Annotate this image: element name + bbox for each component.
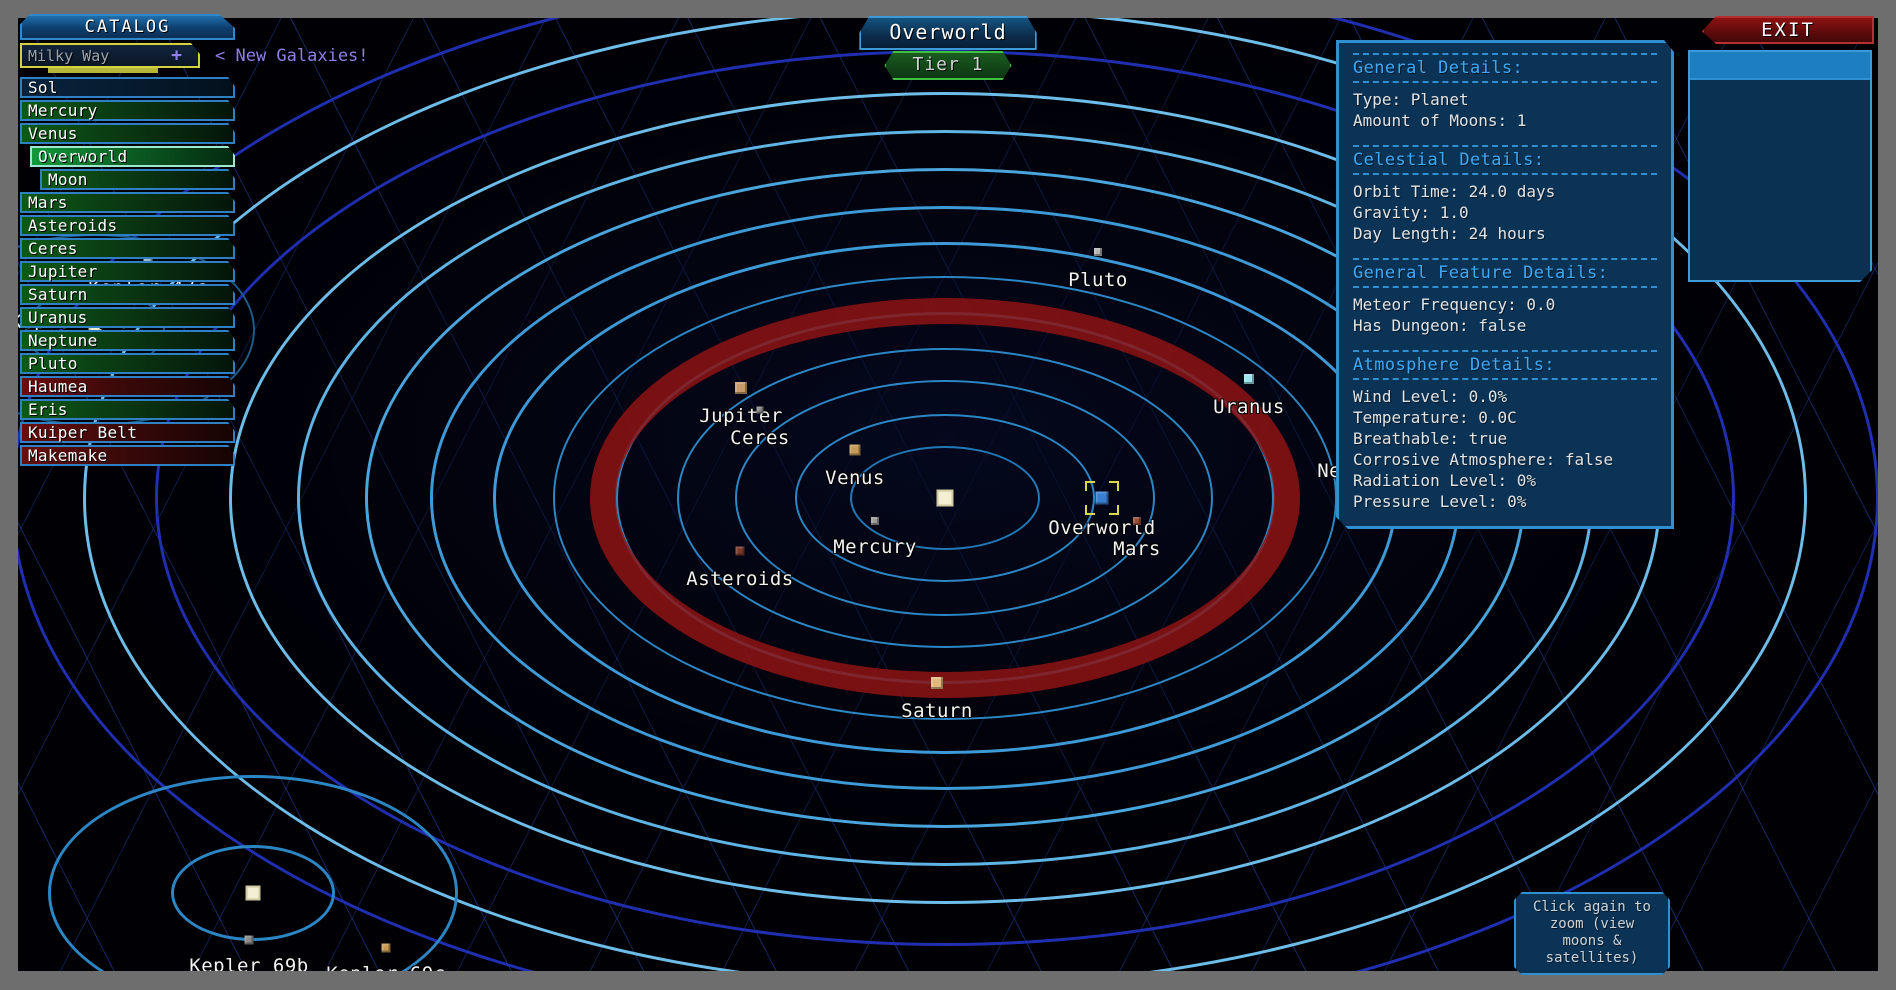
details-row: Pressure Level: 0% — [1353, 492, 1527, 511]
galaxy-selector[interactable]: Milky Way + — [20, 43, 200, 68]
celestial-body-asteroids[interactable] — [735, 546, 745, 556]
catalog-item-label: Sol — [28, 78, 58, 97]
catalog-item-label: Ceres — [28, 239, 78, 258]
catalog-item-sol[interactable]: Sol — [20, 77, 235, 98]
celestial-body-kepler-69c[interactable] — [381, 943, 391, 953]
celestial-body-jupiter[interactable] — [735, 382, 747, 394]
catalog-item-uranus[interactable]: Uranus — [20, 307, 235, 328]
catalog-item-venus[interactable]: Venus — [20, 123, 235, 144]
exit-button[interactable]: EXIT — [1702, 16, 1874, 44]
details-section-title: Atmosphere Details: — [1353, 350, 1657, 380]
catalog-item-label: Moon — [48, 170, 88, 189]
star-sol[interactable] — [936, 489, 954, 507]
celestial-body-uranus[interactable] — [1244, 374, 1254, 384]
catalog-item-label: Venus — [28, 124, 78, 143]
tooltip-line-4: satellites) — [1545, 950, 1639, 966]
celestial-body-mars[interactable] — [1133, 517, 1141, 525]
details-row: Meteor Frequency: 0.0 — [1353, 295, 1556, 314]
catalog-item-label: Mercury — [28, 101, 98, 120]
tooltip-line-1: Click again to — [1532, 899, 1651, 915]
details-row: Corrosive Atmosphere: false — [1353, 450, 1614, 469]
details-section-title: Celestial Details: — [1353, 145, 1657, 175]
celestial-body-kepler-69b[interactable] — [244, 935, 254, 945]
galaxy-selector-underline — [48, 68, 158, 73]
catalog-item-haumea[interactable]: Haumea — [20, 376, 235, 397]
catalog-item-neptune[interactable]: Neptune — [20, 330, 235, 351]
catalog-header-label: CATALOG — [84, 17, 171, 37]
star-kepler-69[interactable] — [245, 885, 261, 901]
catalog-item-overworld[interactable]: Overworld — [30, 146, 235, 167]
catalog-item-label: Pluto — [28, 354, 78, 373]
catalog-item-kuiper-belt[interactable]: Kuiper Belt — [20, 422, 235, 443]
zoom-hint-tooltip: Click again to zoom (view moons & satell… — [1514, 892, 1670, 975]
catalog-item-label: Haumea — [28, 377, 88, 396]
catalog-item-pluto[interactable]: Pluto — [20, 353, 235, 374]
celestial-body-overworld[interactable] — [1095, 491, 1109, 505]
details-section-title: General Details: — [1353, 53, 1657, 83]
catalog-item-jupiter[interactable]: Jupiter — [20, 261, 235, 282]
catalog-item-label: Asteroids — [28, 216, 118, 235]
catalog-item-label: Makemake — [28, 446, 108, 465]
celestial-body-ceres[interactable] — [756, 406, 764, 414]
catalog-item-ceres[interactable]: Ceres — [20, 238, 235, 259]
catalog-item-label: Mars — [28, 193, 68, 212]
catalog-item-label: Uranus — [28, 308, 88, 327]
celestial-body-mercury[interactable] — [871, 517, 879, 525]
celestial-body-venus[interactable] — [849, 444, 861, 456]
celestial-body-pluto[interactable] — [1094, 248, 1102, 256]
details-row: Wind Level: 0.0% — [1353, 387, 1508, 406]
galaxy-selector-row: Milky Way + < New Galaxies! — [20, 43, 369, 73]
catalog-item-label: Kuiper Belt — [28, 423, 138, 442]
page-title: Overworld — [859, 16, 1036, 50]
catalog-item-makemake[interactable]: Makemake — [20, 445, 235, 466]
details-row: Amount of Moons: 1 — [1353, 111, 1527, 130]
galaxy-name-label: Milky Way — [28, 46, 110, 65]
catalog-item-label: Saturn — [28, 285, 88, 304]
exit-button-label: EXIT — [1761, 19, 1815, 41]
details-section-title: General Feature Details: — [1353, 258, 1657, 288]
catalog-item-asteroids[interactable]: Asteroids — [20, 215, 235, 236]
new-galaxies-link[interactable]: < New Galaxies! — [215, 46, 369, 66]
details-row: Breathable: true — [1353, 429, 1508, 448]
details-row: Orbit Time: 24.0 days — [1353, 182, 1556, 201]
catalog-item-mercury[interactable]: Mercury — [20, 100, 235, 121]
details-row: Gravity: 1.0 — [1353, 203, 1469, 222]
catalog-item-label: Neptune — [28, 331, 98, 350]
side-info-panel[interactable] — [1688, 50, 1872, 282]
catalog-item-label: Jupiter — [28, 262, 98, 281]
add-galaxy-icon[interactable]: + — [171, 45, 182, 66]
details-row: Temperature: 0.0C — [1353, 408, 1517, 427]
details-row: Day Length: 24 hours — [1353, 224, 1546, 243]
catalog-item-label: Overworld — [38, 147, 128, 166]
tier-badge-label: Tier 1 — [912, 54, 984, 75]
tooltip-line-2: zoom (view — [1549, 916, 1635, 932]
details-row: Type: Planet — [1353, 90, 1469, 109]
page-title-label: Overworld — [889, 20, 1007, 44]
details-row: Radiation Level: 0% — [1353, 471, 1537, 490]
catalog-item-saturn[interactable]: Saturn — [20, 284, 235, 305]
celestial-body-saturn[interactable] — [931, 677, 943, 689]
catalog-header: CATALOG — [20, 14, 235, 40]
catalog-item-moon[interactable]: Moon — [40, 169, 235, 190]
tier-badge: Tier 1 — [884, 51, 1011, 80]
details-row: Has Dungeon: false — [1353, 316, 1527, 335]
catalog-item-label: Eris — [28, 400, 68, 419]
catalog-item-eris[interactable]: Eris — [20, 399, 235, 420]
tooltip-line-3: moons & — [1562, 933, 1622, 949]
catalog-item-mars[interactable]: Mars — [20, 192, 235, 213]
side-panel-titlebar — [1690, 52, 1870, 80]
